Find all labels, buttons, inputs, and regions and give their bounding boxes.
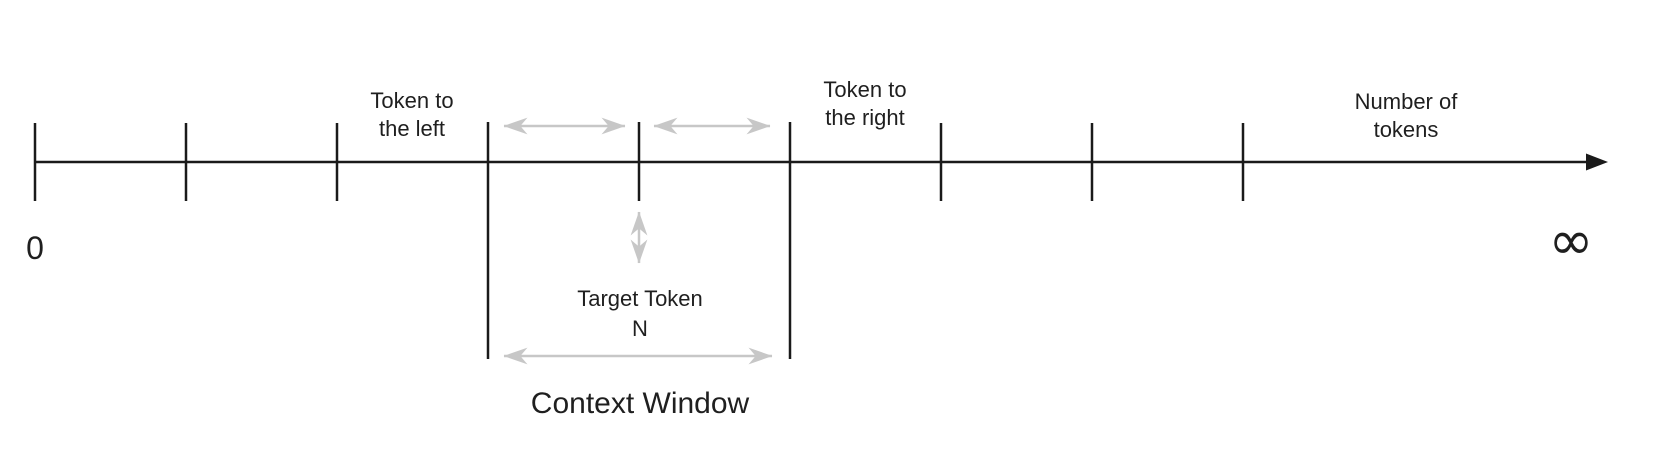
- token-left-label-line1: Token to: [370, 88, 453, 113]
- target-token-label-line2: N: [632, 316, 648, 341]
- context-window-label: Context Window: [531, 387, 750, 420]
- tick-marks: [33, 123, 1245, 201]
- distance-arrows: [503, 117, 773, 365]
- token-right-label-line1: Token to: [823, 77, 906, 102]
- axis-arrowhead-icon: [1586, 153, 1608, 171]
- axis-title-line2: tokens: [1374, 117, 1439, 142]
- origin-label: 0: [26, 230, 44, 266]
- axis-title-line1: Number of: [1355, 89, 1459, 114]
- token-right-label-line2: the right: [825, 105, 905, 130]
- target-token-label-line1: Target Token: [577, 286, 703, 311]
- token-left-label-line2: the left: [379, 116, 445, 141]
- infinity-symbol: ∞: [1549, 209, 1594, 272]
